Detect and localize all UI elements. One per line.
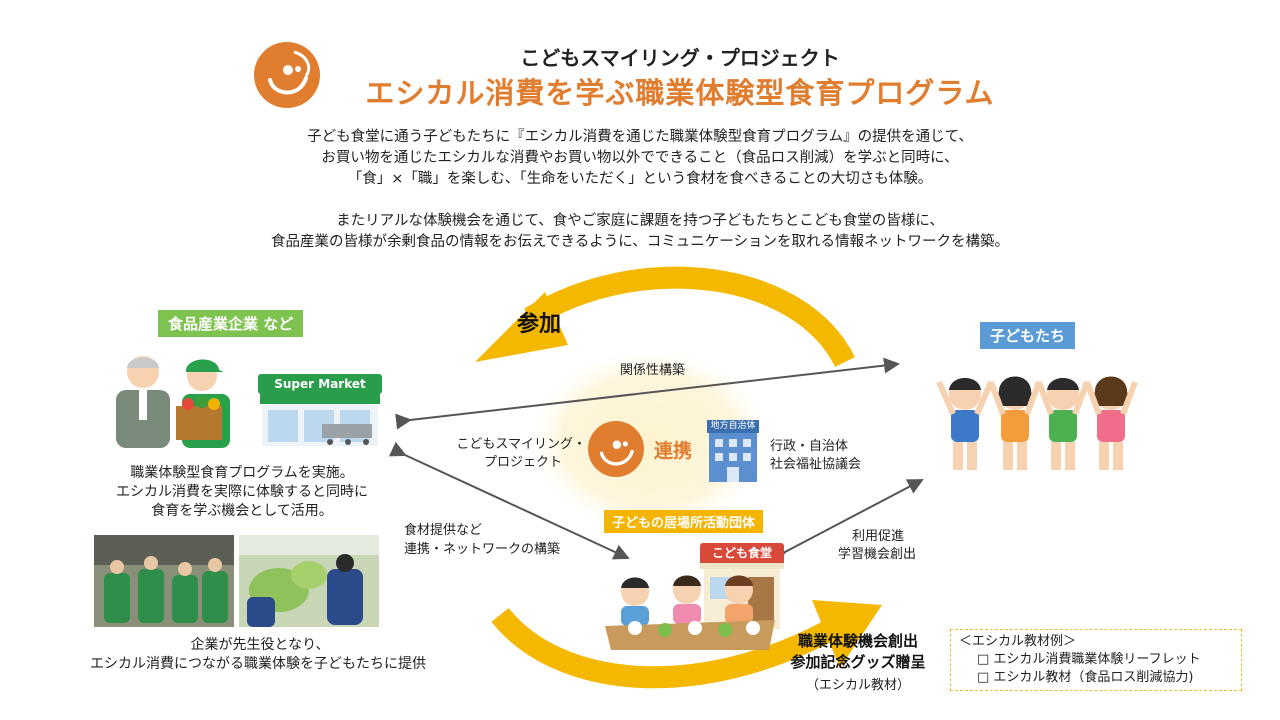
page-title: エシカル消費を学ぶ職業体験型食育プログラム: [365, 76, 995, 110]
industry-workers-icon: [116, 356, 230, 448]
bottom-bold-text: 職業体験機会創出 参加記念グッズ贈呈: [770, 631, 946, 673]
government-building-body-icon: [709, 433, 757, 482]
supermarket-sign: Super Market: [258, 374, 382, 394]
gov-label-1: 行政・自治体: [770, 439, 849, 454]
industry-caption-2: エシカル消費を実際に体験すると同時に: [116, 484, 368, 500]
materials-title: ＜エシカル教材例＞: [959, 634, 1077, 649]
materials-box: ＜エシカル教材例＞ □ エシカル消費職業体験リーフレット □ エシカル教材（食品…: [950, 629, 1242, 691]
workshop-photo-1: [94, 535, 234, 627]
supply-label-1: 食材提供など: [404, 523, 483, 538]
relationship-label: 関係性構築: [620, 363, 686, 378]
project-name: こどもスマイリング・プロジェクト: [520, 46, 840, 70]
bottom-curved-arrow: [491, 607, 836, 689]
relationship-arrow: [395, 357, 900, 430]
project-logo-small-icon: [588, 421, 644, 477]
government-building-icon: 地方自治体: [707, 420, 759, 482]
kids-cheering-icon: [936, 376, 1138, 470]
supermarket-icon: Super Market: [258, 374, 382, 446]
supply-label-2: 連携・ネットワークの構築: [404, 542, 561, 557]
intro-line-1: 子ども食堂に通う子どもたちに『エシカル消費を通じた職業体験型食育プログラム』の提…: [307, 129, 973, 145]
project-label-1: こどもスマイリング・: [456, 437, 586, 452]
intro-line-2: お買い物を通じたエシカルな消費やお買い物以外でできること（食品ロス削減）を学ぶと…: [321, 150, 959, 166]
top-curved-arrow: [524, 266, 855, 368]
government-sign: 地方自治体: [707, 420, 759, 433]
join-label: 参加: [517, 312, 562, 337]
workshop-photo-2: [239, 535, 379, 627]
industry-caption-3: 食育を学ぶ機会として活用。: [151, 503, 333, 519]
industry-caption-1: 職業体験型食育プログラムを実施。: [130, 465, 354, 481]
usage-arrow: [768, 479, 924, 566]
org-tag: 子どもの居場所活動団体: [604, 510, 764, 533]
bottom-bold-line-2: 参加記念グッズ贈呈: [790, 653, 926, 671]
materials-item-2: □ エシカル教材（食品ロス削減協力): [977, 670, 1194, 685]
bottom-arrow-head: [812, 600, 882, 668]
renkei-label: 連携: [654, 440, 693, 462]
usage-label-1: 利用促進: [852, 529, 905, 544]
photo-caption-2: エシカル消費につながる職業体験を子どもたちに提供: [90, 656, 426, 672]
kodomo-shokudo-sign: こども食堂: [700, 543, 784, 563]
top-arrow-head: [475, 292, 568, 362]
supply-arrow: [388, 441, 630, 560]
project-logo-icon: [254, 42, 320, 108]
project-label-2: プロジェクト: [483, 455, 562, 470]
industry-tag: 食品産業企業 など: [158, 310, 304, 337]
intro-line-5: 食品産業の皆様が余剰食品の情報をお伝えできるように、コミュニケーションを取れる情…: [270, 234, 1010, 250]
usage-label-2: 学習機会創出: [838, 547, 917, 562]
bottom-bold-line-1: 職業体験機会創出: [797, 632, 918, 650]
kids-tag: 子どもたち: [980, 322, 1076, 349]
intro-line-4: またリアルな体験機会を通じて、食やご家庭に課題を持つ子どもたちとこども食堂の皆様…: [336, 213, 944, 229]
bottom-sub-text: （エシカル教材）: [805, 678, 910, 693]
supermarket-building-icon: [260, 394, 380, 446]
gov-label-2: 社会福祉協議会: [770, 457, 862, 472]
intro-line-3: 「食」×「職」を楽しむ、「生命をいただく」という食材を食べきることの大切さも体験…: [347, 171, 933, 187]
children-eating-icon: [605, 575, 775, 650]
photo-caption-1: 企業が先生役となり、: [190, 637, 330, 653]
materials-item-1: □ エシカル消費職業体験リーフレット: [977, 652, 1201, 667]
